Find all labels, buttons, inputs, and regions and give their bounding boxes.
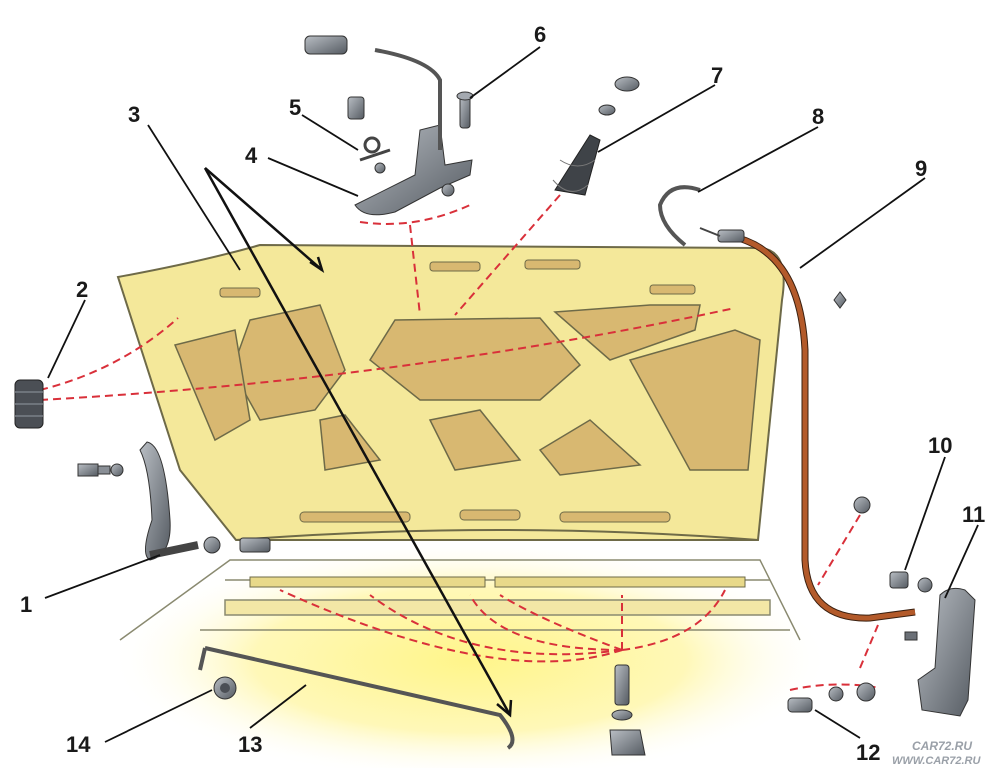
part-14-holder <box>213 676 237 700</box>
watermark-line-1: CAR72.RU <box>912 739 972 753</box>
callout-8: 8 <box>812 104 824 129</box>
hood-cutout <box>553 304 701 361</box>
part-13-prop-rod <box>198 646 515 750</box>
callout-10: 10 <box>928 433 952 458</box>
hood-cutout <box>538 419 642 476</box>
callout-2: 2 <box>76 277 88 302</box>
callout-7: 7 <box>711 63 723 88</box>
callout-12: 12 <box>856 740 880 765</box>
part-1-hinge <box>77 441 271 561</box>
part-10-bolt <box>853 496 933 593</box>
callout-6: 6 <box>534 22 546 47</box>
watermark: CAR72.RU WWW.CAR72.RU <box>892 739 981 767</box>
lock-parts <box>609 664 646 756</box>
callout-9: 9 <box>915 156 927 181</box>
hood-vent <box>219 287 261 298</box>
callout-14: 14 <box>66 732 91 757</box>
callout-4: 4 <box>245 143 258 168</box>
part-1-bolt <box>77 463 124 477</box>
hood-cutout <box>369 317 582 401</box>
part-11-handle <box>904 587 976 717</box>
callout-1: 1 <box>20 592 32 617</box>
engine-bay-glow <box>110 540 830 768</box>
callout-3: 3 <box>128 102 140 127</box>
callout-3-arrows <box>203 167 513 718</box>
part-12-fasteners <box>787 682 876 713</box>
callout-11: 11 <box>962 502 985 527</box>
part-6-pin <box>456 91 474 129</box>
hood-vent <box>524 259 581 270</box>
hood-vent <box>559 511 671 523</box>
part-2-buffer <box>14 379 44 429</box>
hood-vent <box>299 511 411 523</box>
part-8-clip <box>657 185 701 247</box>
hood-panel <box>116 243 785 541</box>
callout-5: 5 <box>289 95 301 120</box>
leader-lines <box>44 46 979 743</box>
hood-cutout <box>173 329 251 442</box>
hood-vent <box>459 509 521 521</box>
hood-fold <box>235 529 759 541</box>
part-4-latch-plate <box>354 48 473 216</box>
hood-vent <box>429 261 481 272</box>
hood-cutout <box>428 409 522 471</box>
part-9-cable <box>699 227 916 622</box>
hood-seal-strip <box>249 576 746 588</box>
hood-cutout <box>628 329 761 471</box>
hood-vent <box>649 284 696 295</box>
part-7-bellows <box>552 76 640 196</box>
callout-13: 13 <box>238 732 262 757</box>
part-5-latch-pieces <box>304 35 391 174</box>
callout-labels: 1 2 3 4 5 6 7 8 9 10 11 12 13 14 <box>20 22 985 765</box>
watermark-line-2: WWW.CAR72.RU <box>892 755 981 767</box>
